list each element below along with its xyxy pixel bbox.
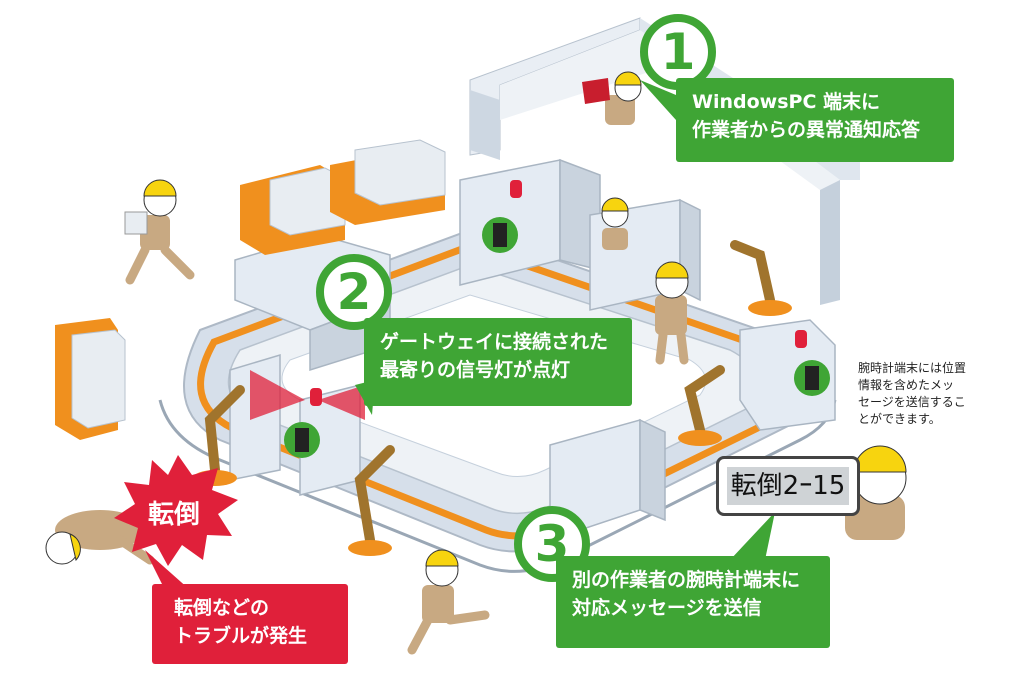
step-3-line-1: 別の作業者の腕時計端末に (572, 569, 801, 591)
step-3-line-2: 対応メッセージを送信 (572, 597, 762, 619)
watch-note-line-4: とができます。 (858, 412, 941, 426)
incident-callout: 転倒などの トラブルが発生 (152, 584, 348, 664)
watch-note: 腕時計端末には位置 情報を含めたメッ セージを送信するこ とができます。 (858, 360, 1018, 428)
signal-light-glow (250, 370, 365, 420)
watch-display: 転倒2ｰ15 (716, 456, 860, 516)
step-1-line-1: WindowsPC 端末に (692, 91, 880, 113)
callout-pointers (145, 80, 775, 590)
watch-display-text: 転倒2ｰ15 (727, 467, 849, 505)
step-3-callout: 別の作業者の腕時計端末に 対応メッセージを送信 (556, 556, 830, 648)
step-2-line-2: 最寄りの信号灯が点灯 (380, 359, 571, 381)
pallets (55, 139, 446, 440)
workers (45, 71, 907, 655)
step-1-line-2: 作業者からの異常通知応答 (692, 119, 921, 141)
gateway-devices (284, 217, 830, 458)
signal-lights (310, 180, 807, 406)
watch-note-line-2: 情報を含めたメッ (858, 378, 955, 392)
incident-line-2: トラブルが発生 (174, 625, 308, 647)
watch-note-line-3: セージを送信するこ (858, 395, 966, 409)
incident-line-1: 転倒などの (174, 597, 270, 619)
watch-note-line-1: 腕時計端末には位置 (858, 361, 967, 375)
robot-arms (204, 240, 775, 545)
step-2-callout: ゲートウェイに接続された 最寄りの信号灯が点灯 (364, 318, 632, 406)
incident-burst-label: 転倒 (148, 500, 201, 530)
step-1-callout: WindowsPC 端末に 作業者からの異常通知応答 (676, 78, 954, 162)
step-2-line-1: ゲートウェイに接続された (380, 331, 609, 353)
step-2-number: 2 (316, 254, 392, 330)
incident-burst (114, 455, 238, 566)
